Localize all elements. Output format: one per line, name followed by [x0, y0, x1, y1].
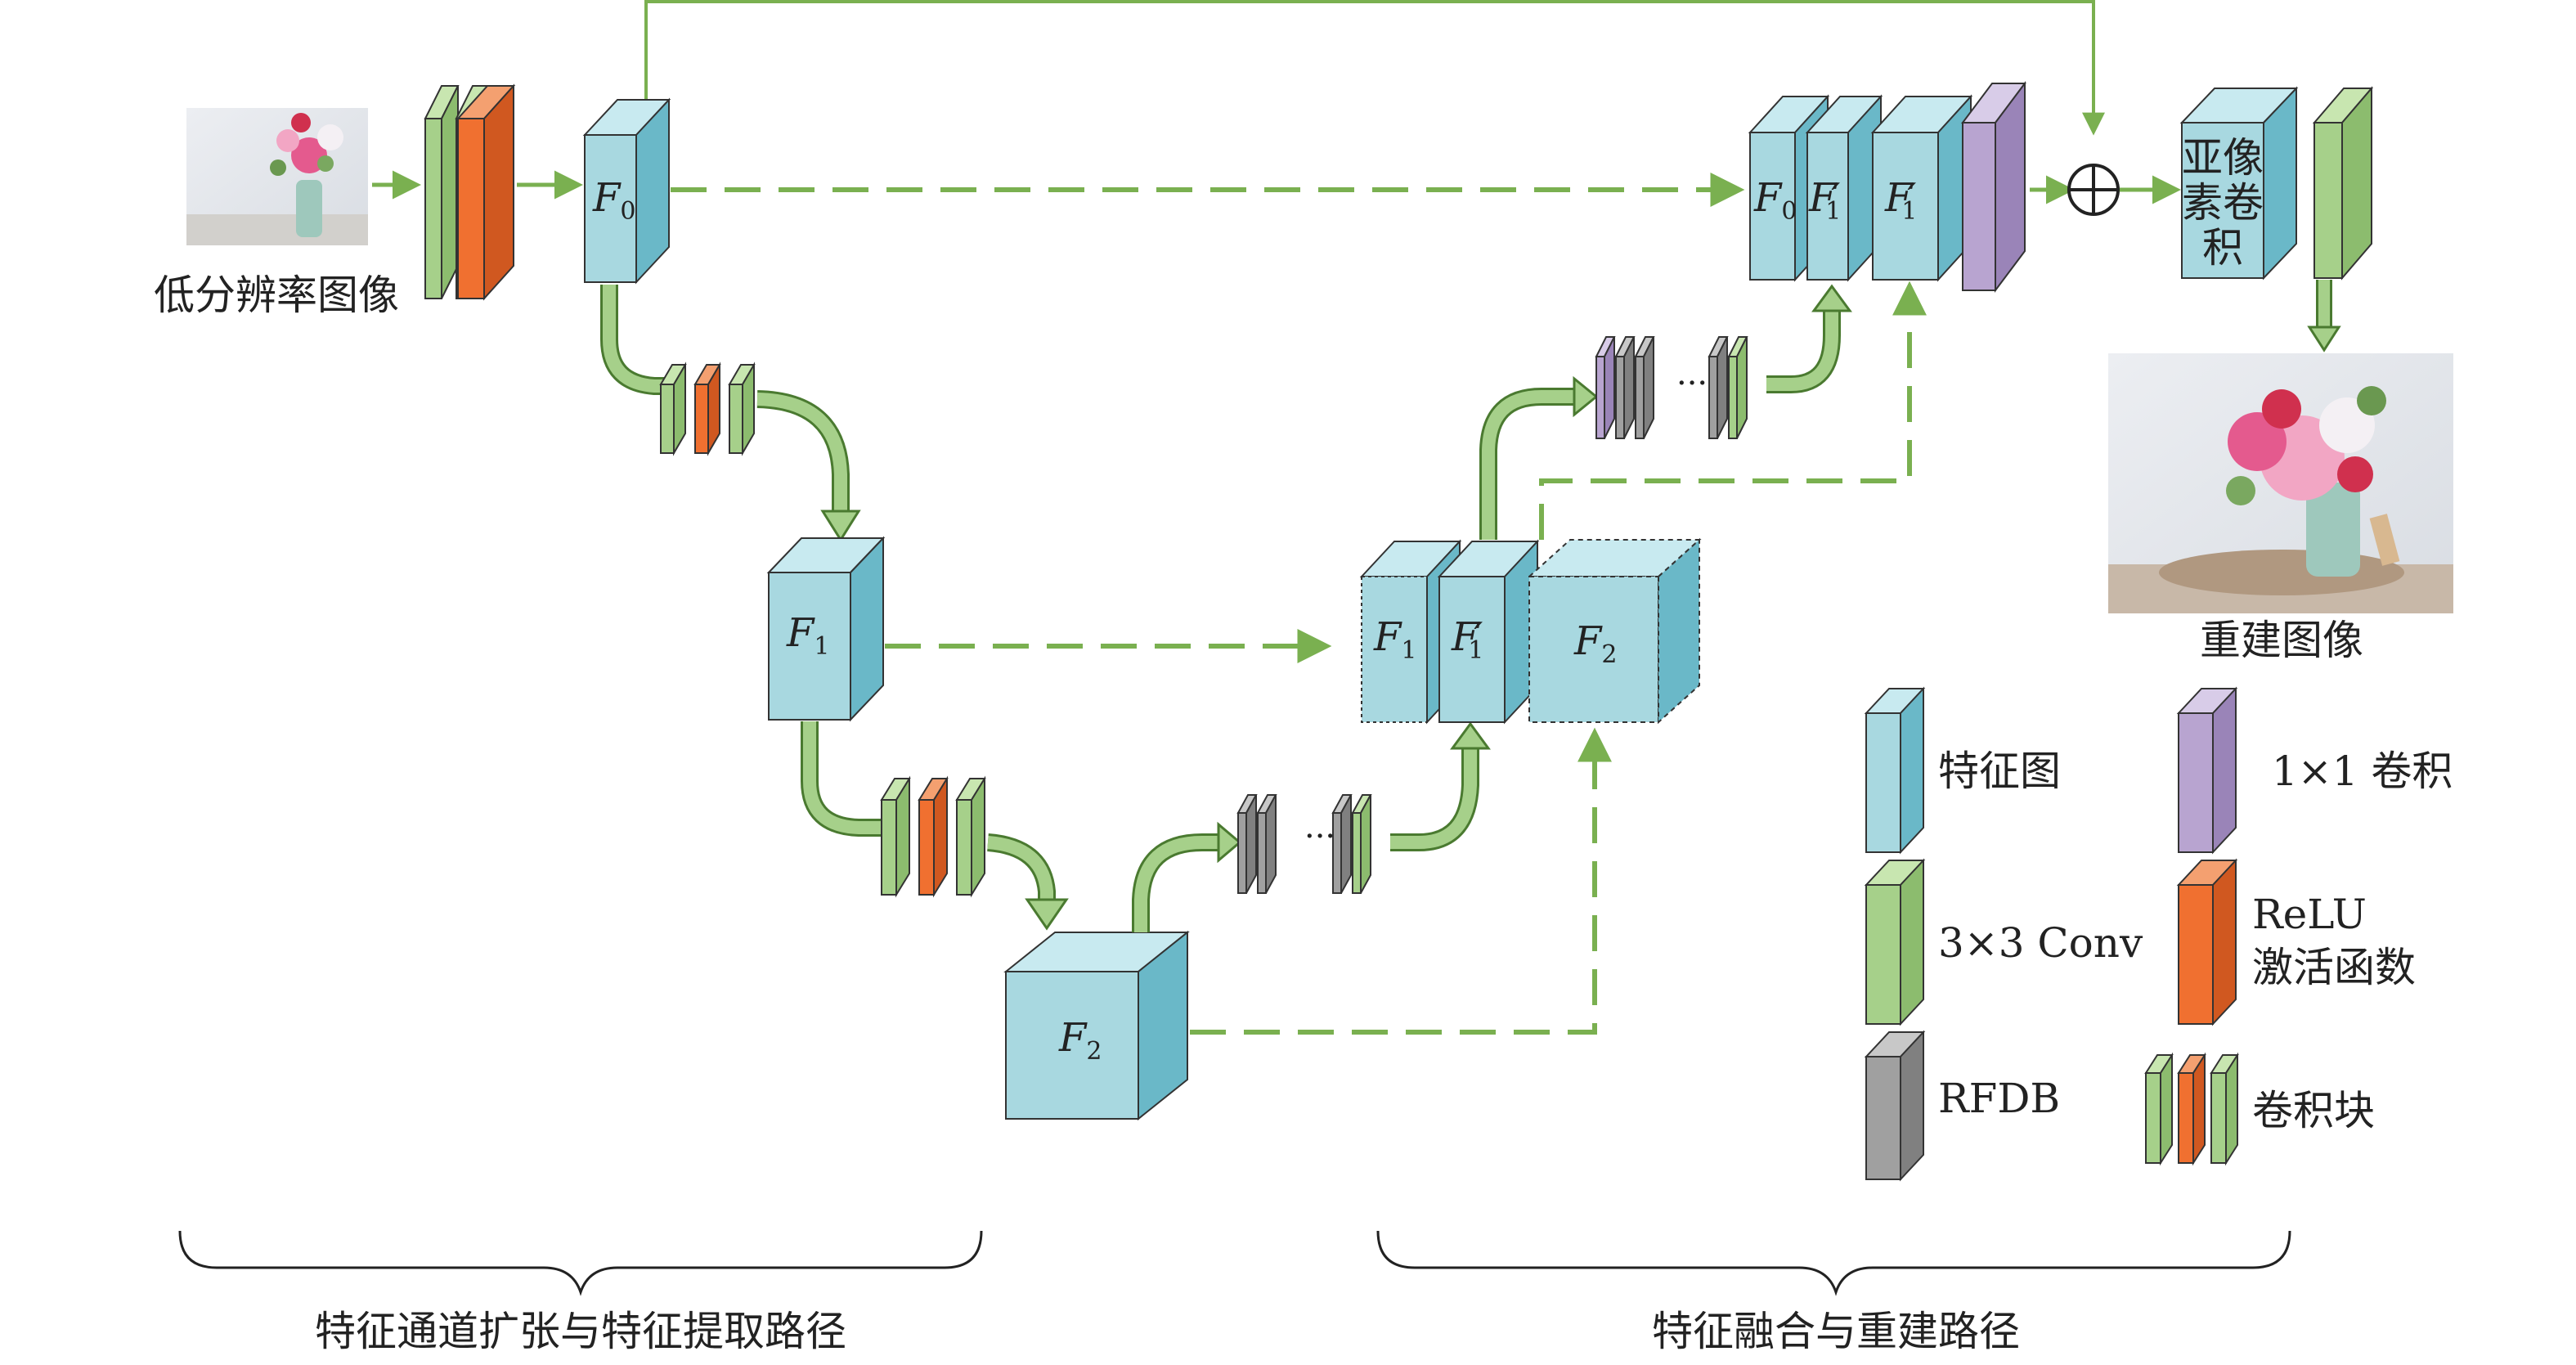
- legend-conv3x3-label: 3×3 Conv: [1938, 919, 2143, 967]
- legend-relu-label-2: 激活函数: [2252, 944, 2416, 991]
- legend-feature-map-swatch: [1864, 686, 1926, 855]
- up-arrow-4: [1766, 311, 1838, 391]
- feature-map-f1: [766, 536, 886, 722]
- left-path-caption: 特征通道扩张与特征提取路径: [315, 1308, 846, 1355]
- legend-conv1x1-label: 1×1 卷积: [2272, 748, 2453, 795]
- down-arrow-2-outline: [756, 390, 850, 511]
- subpixel-conv-block: [2179, 86, 2299, 281]
- legend-relu-swatch: [2176, 858, 2238, 1026]
- rfdb-group-upper: [1595, 336, 1655, 439]
- output-caption: 重建图像: [2200, 617, 2363, 664]
- legend: 特征图 1×1 卷积 3×3 Conv ReLU 激活函数 RFDB: [1864, 686, 2453, 1182]
- fusion-mid-f1-label: F1: [1373, 614, 1416, 665]
- legend-conv-block-label: 卷积块: [2252, 1087, 2375, 1134]
- down-arrow-4: [987, 836, 1053, 900]
- subpixel-label-3: 积: [2202, 224, 2243, 272]
- right-path-caption: 特征融合与重建路径: [1652, 1308, 2020, 1355]
- up-arrow-4-head: [1811, 284, 1852, 312]
- left-path-brace: [178, 1230, 983, 1296]
- element-add-operator: [2067, 164, 2120, 216]
- fusion-top-f1p-b-label: F′1: [1884, 175, 1917, 226]
- feature-map-f2: [1003, 930, 1190, 1121]
- rfdb-group-upper-right: [1708, 336, 1748, 439]
- fusion-top-conv1x1: [1961, 81, 2026, 293]
- fusion-mid-f1p-label: F′1: [1451, 614, 1483, 665]
- legend-conv-block-swatch: [2144, 1052, 2239, 1166]
- f2-label: F2: [1058, 1015, 1102, 1066]
- conv-block-1: [659, 361, 756, 456]
- up-arrow-2: [1390, 748, 1477, 849]
- fusion-mid-f2-label: F2: [1573, 618, 1617, 669]
- legend-feature-map-label: 特征图: [1938, 748, 2061, 795]
- down-arrow-2: [756, 393, 847, 511]
- skip-mid-to-top-fusion: [1539, 281, 1927, 540]
- legend-rfdb-label: RFDB: [1938, 1075, 2060, 1122]
- subpixel-label-1: 亚像: [2182, 134, 2264, 182]
- low-resolution-input-image: [186, 108, 368, 245]
- rfdb-group-lower-right: [1331, 794, 1372, 894]
- rfdb-dots-lower: ···: [1304, 818, 1335, 855]
- up-arrow-3-head: [1573, 375, 1599, 418]
- up-arrow-1-head: [1217, 821, 1242, 864]
- down-arrow-1: [603, 285, 664, 393]
- legend-relu-label-1: ReLU: [2252, 891, 2367, 938]
- fusion-top-f1p-a-label: F′1: [1808, 175, 1841, 226]
- legend-conv3x3-swatch: [1864, 858, 1926, 1026]
- down-arrow-4-head: [1025, 898, 1069, 931]
- rfdb-dots-upper: ···: [1676, 365, 1708, 402]
- input-conv-block: [424, 83, 516, 301]
- up-arrow-3: [1482, 390, 1574, 540]
- f1-label: F1: [786, 610, 829, 661]
- skip-f2-to-fusion: [1190, 727, 1612, 1035]
- rfdb-group-lower: [1236, 794, 1277, 894]
- input-caption: 低分辨率图像: [154, 272, 399, 319]
- up-arrow-1: [1134, 836, 1218, 932]
- fusion-mid-f1-prime: [1437, 539, 1540, 725]
- down-arrow-output-head: [2307, 326, 2341, 352]
- global-skip-connection: [644, 0, 2105, 136]
- legend-conv1x1-swatch: [2176, 686, 2238, 855]
- output-conv3x3: [2312, 86, 2374, 281]
- fusion-mid-f2: [1527, 537, 1702, 725]
- feature-map-f0: [582, 97, 671, 285]
- down-arrow-3: [803, 721, 882, 834]
- conv-block-2: [880, 775, 986, 898]
- up-arrow-2-head: [1450, 721, 1491, 750]
- fusion-mid-f1: [1359, 539, 1462, 725]
- legend-rfdb-swatch: [1864, 1030, 1926, 1182]
- fusion-top-f0-label: F0: [1753, 175, 1797, 226]
- reconstructed-output-image: [2108, 353, 2453, 613]
- subpixel-label-2: 素卷: [2182, 179, 2264, 227]
- down-arrow-2-head: [820, 510, 861, 542]
- right-path-brace: [1376, 1230, 2291, 1296]
- f0-label: F0: [592, 175, 635, 226]
